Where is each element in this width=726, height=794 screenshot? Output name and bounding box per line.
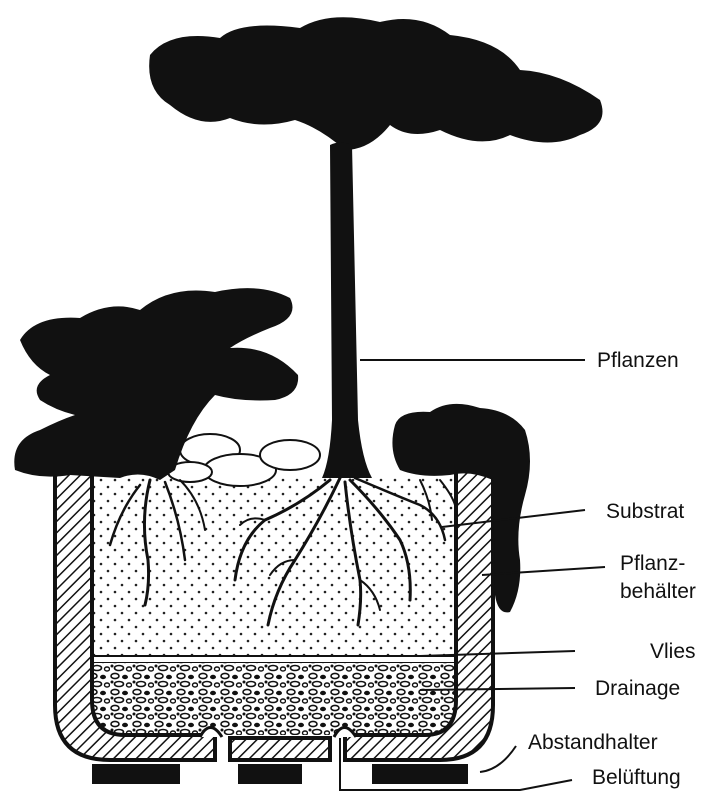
spacer-foot-left (92, 764, 180, 784)
label-plants: Pflanzen (597, 349, 679, 373)
label-substrate: Substrat (606, 500, 684, 524)
spacer-foot-center (238, 764, 302, 784)
leader-line-spacer (480, 746, 516, 772)
spacer-foot-right (372, 764, 468, 784)
label-spacer: Abstandhalter (528, 731, 658, 755)
label-fleece: Vlies (650, 640, 696, 664)
label-ventilation: Belüftung (592, 766, 681, 790)
fleece-layer (90, 656, 458, 663)
label-container-line2: behälter (620, 580, 696, 604)
tall-plant-crown (149, 17, 602, 150)
drainage-fill (90, 663, 458, 735)
tall-plant-trunk (322, 143, 372, 479)
label-container-line1: Pflanz- (620, 552, 685, 576)
container-bottom-center (230, 738, 330, 760)
label-drainage: Drainage (595, 677, 680, 701)
left-plant-foliage (14, 288, 298, 480)
